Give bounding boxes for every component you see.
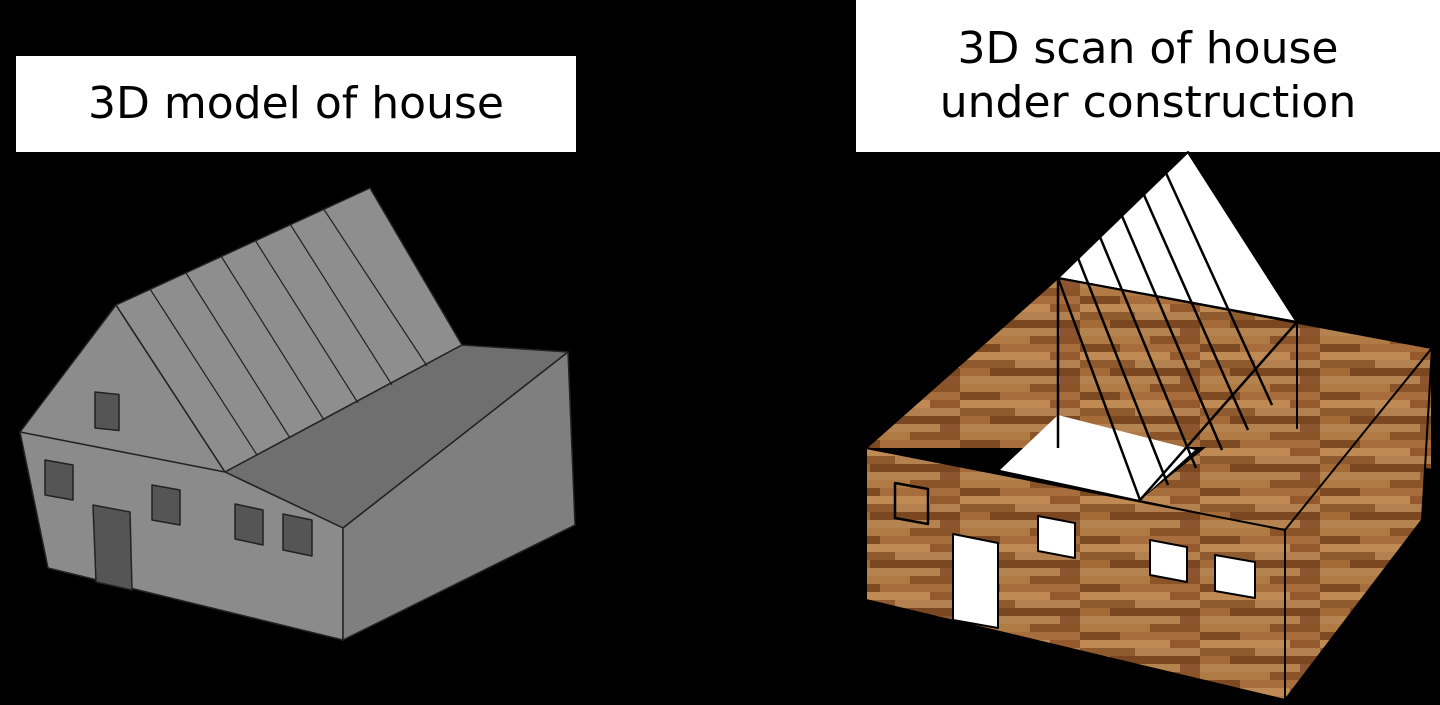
house-scan-window: [1214, 554, 1256, 599]
house-scan-window: [893, 481, 930, 526]
house-model-window: [234, 503, 264, 546]
house-scan-roof-lines: [1056, 151, 1299, 501]
house-model-door: [92, 504, 133, 591]
label-3d-model-text: 3D model of house: [88, 78, 504, 129]
label-3d-scan-line2: under construction: [939, 77, 1357, 128]
house-model-roof-lines: [149, 207, 428, 456]
house-scan: [865, 151, 1433, 701]
house-model-window: [282, 513, 313, 557]
house-scan-window: [1149, 539, 1188, 583]
label-3d-model: 3D model of house: [16, 56, 576, 152]
house-model-window: [151, 484, 181, 526]
house-scan-window: [1037, 515, 1076, 559]
house-model-window-gable: [94, 391, 120, 432]
house-scan-door: [952, 533, 999, 629]
house-model-wall-right: [342, 351, 576, 641]
label-3d-scan-line1: 3D scan of house: [957, 23, 1339, 74]
house-model: [19, 187, 576, 641]
house-scan-side-wall: [1284, 347, 1433, 701]
label-3d-scan: 3D scan of house under construction: [856, 0, 1440, 152]
house-scan-floor-opening: [1000, 415, 1195, 500]
house-model-window: [44, 459, 74, 501]
